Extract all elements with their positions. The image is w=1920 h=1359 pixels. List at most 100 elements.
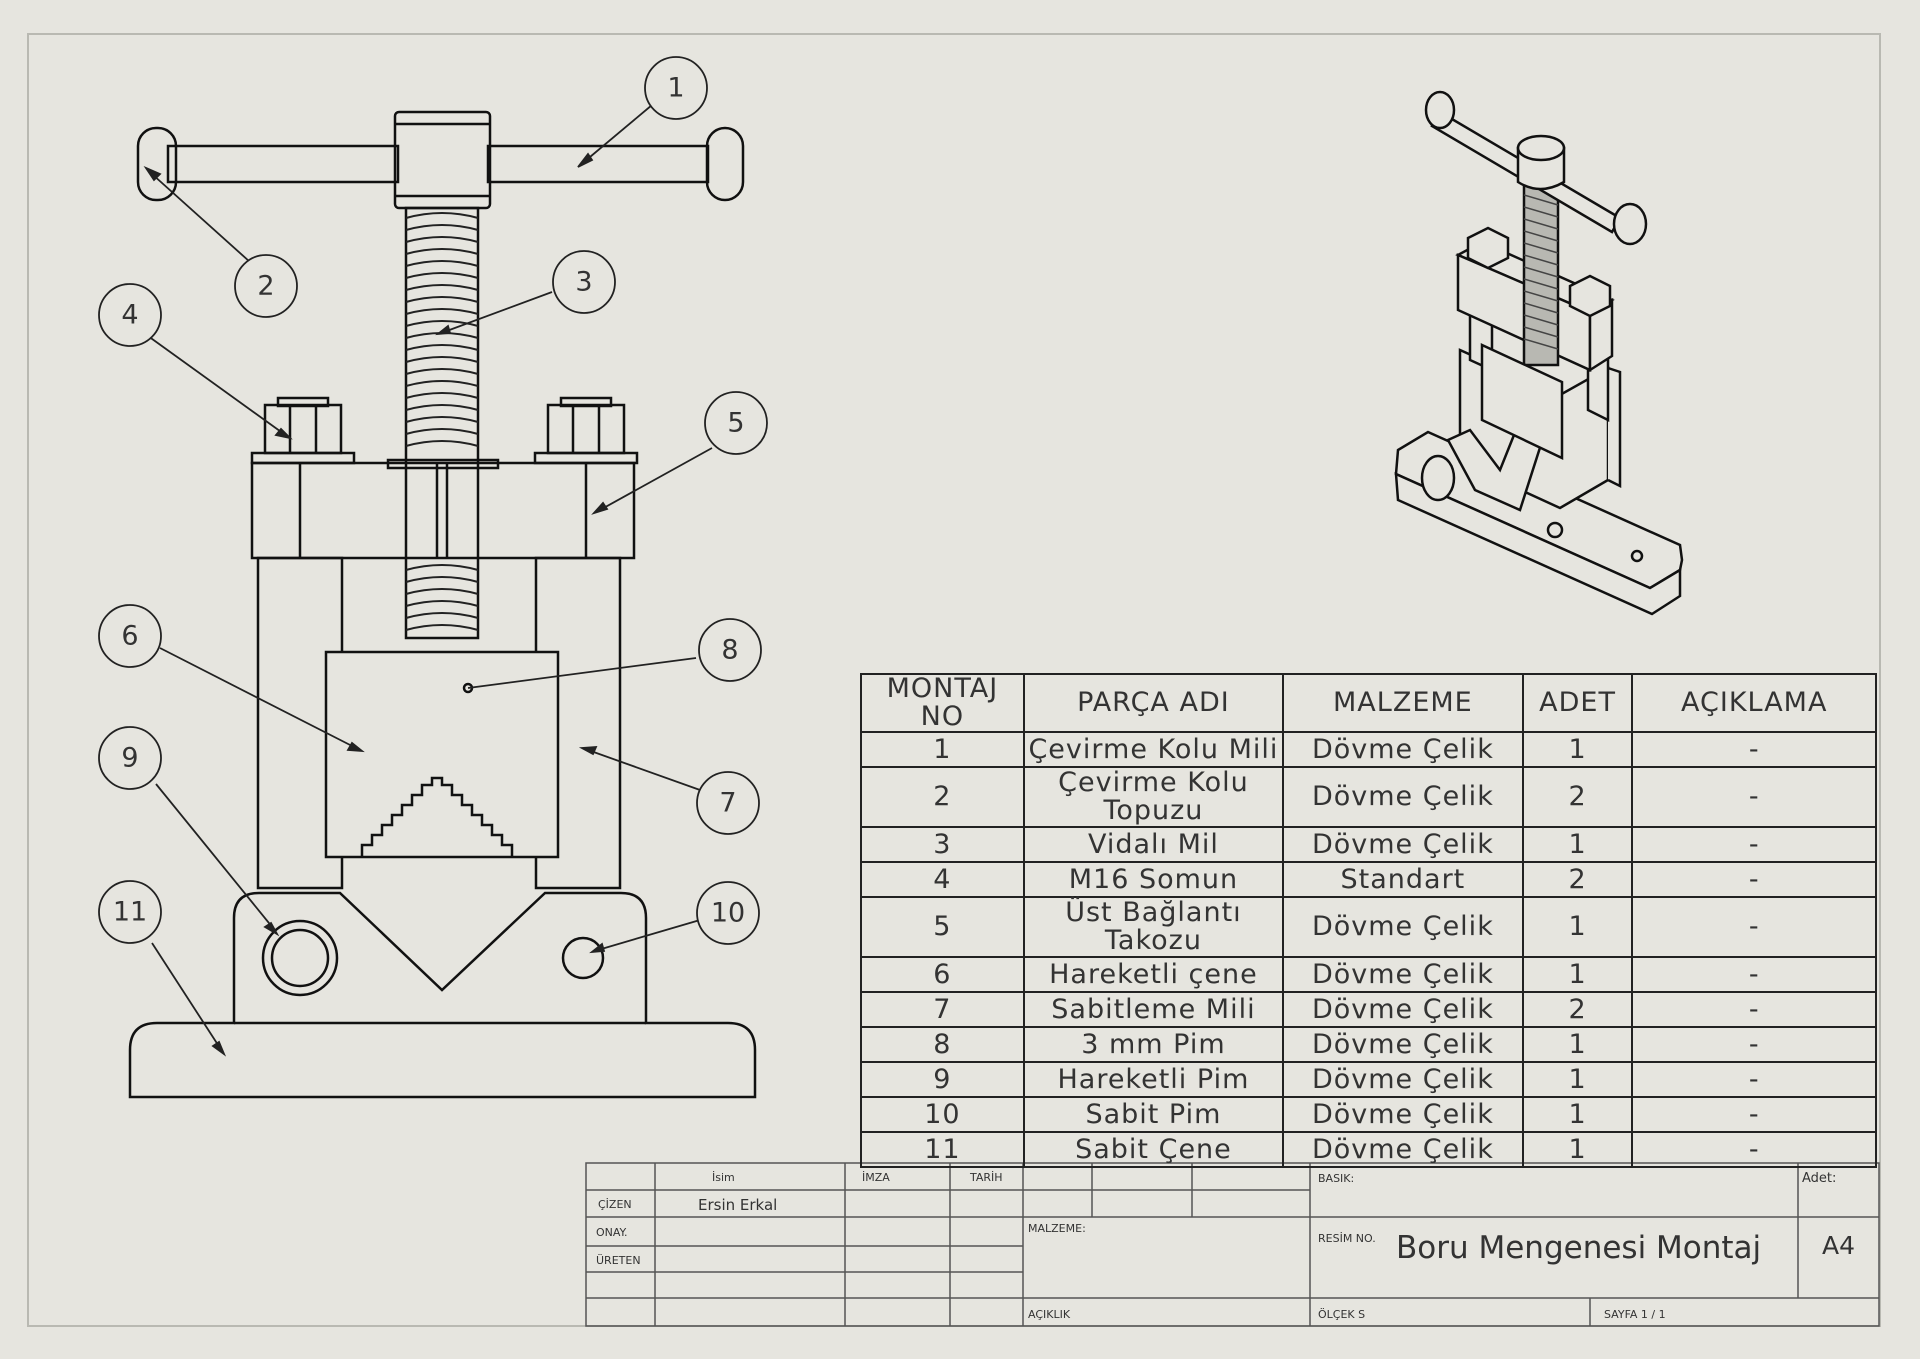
table-row: 4 M16 Somun Standart 2 - [860, 861, 1877, 898]
callout-numbers: 1 2 3 4 5 6 7 8 9 10 11 [113, 73, 745, 929]
callout-10-text: 10 [711, 898, 745, 929]
bom-header-no: MONTAJ NO [860, 673, 1025, 733]
bom-material: Dövme Çelik [1282, 956, 1524, 993]
balloon-2 [234, 254, 298, 318]
bom-qty: 1 [1521, 731, 1634, 768]
tb-drawn-label: ÇİZEN [598, 1198, 632, 1211]
top-block [250, 461, 636, 560]
bom-part: Üst Bağlantı Takozu [1022, 896, 1285, 958]
tb-name-col: İsim [712, 1171, 735, 1184]
balloon-3 [552, 250, 616, 314]
bom-qty: 1 [1521, 896, 1634, 958]
tb-qty-label: Adet: [1802, 1171, 1836, 1186]
bom-material: Dövme Çelik [1282, 826, 1524, 863]
bill-of-materials: MONTAJ NO PARÇA ADI MALZEME ADET AÇIKLAM… [860, 673, 1877, 1168]
isometric-view [1394, 90, 1684, 616]
table-row: 8 3 mm Pim Dövme Çelik 1 - [860, 1026, 1877, 1063]
table-row: 6 Hareketli çene Dövme Çelik 1 - [860, 956, 1877, 993]
bom-part: Çevirme Kolu Topuzu [1022, 766, 1285, 828]
balloon-9 [98, 726, 162, 790]
callout-leaders [143, 104, 713, 1057]
handle-bar [136, 110, 745, 210]
balloon-1 [644, 56, 708, 120]
bom-part: Hareketli Pim [1022, 1061, 1285, 1098]
bom-qty: 2 [1521, 766, 1634, 828]
bom-header-row: MONTAJ NO PARÇA ADI MALZEME ADET AÇIKLAM… [860, 673, 1877, 733]
base-fixed-jaw [128, 891, 757, 1099]
table-row: 1 Çevirme Kolu Mili Dövme Çelik 1 - [860, 731, 1877, 768]
table-row: 3 Vidalı Mil Dövme Çelik 1 - [860, 826, 1877, 863]
bom-note: - [1631, 1131, 1877, 1168]
bom-note: - [1631, 956, 1877, 993]
callout-balloons [98, 56, 768, 945]
bom-no: 4 [860, 861, 1025, 898]
bom-header-qty: ADET [1521, 673, 1634, 733]
bom-part: Vidalı Mil [1022, 826, 1285, 863]
bom-material: Standart [1282, 861, 1524, 898]
bom-header-part: PARÇA ADI [1022, 673, 1285, 733]
table-row: 2 Çevirme Kolu Topuzu Dövme Çelik 2 - [860, 766, 1877, 828]
bom-note: - [1631, 1061, 1877, 1098]
bom-no: 7 [860, 991, 1025, 1028]
bom-material: Dövme Çelik [1282, 1096, 1524, 1133]
bom-qty: 1 [1521, 1026, 1634, 1063]
tb-scale-label: ÖLÇEK S [1318, 1308, 1365, 1321]
callout-11-text: 11 [113, 897, 147, 928]
tb-sheet-size: A4 [1822, 1231, 1855, 1260]
bom-header-note: AÇIKLAMA [1631, 673, 1877, 733]
callout-7-text: 7 [719, 788, 736, 819]
bom-no: 1 [860, 731, 1025, 768]
bom-material: Dövme Çelik [1282, 766, 1524, 828]
bom-note: - [1631, 1026, 1877, 1063]
tb-drawing-no-label: RESİM NO. [1318, 1232, 1376, 1245]
bom-part: 3 mm Pim [1022, 1026, 1285, 1063]
bom-qty: 2 [1521, 861, 1634, 898]
table-row: 10 Sabit Pim Dövme Çelik 1 - [860, 1096, 1877, 1133]
callout-2-text: 2 [257, 271, 274, 302]
bom-note: - [1631, 861, 1877, 898]
bom-no: 3 [860, 826, 1025, 863]
bom-header-material: MALZEME [1282, 673, 1524, 733]
tb-sign-col: İMZA [862, 1171, 890, 1184]
tb-drawn-name: Ersin Erkal [698, 1196, 777, 1214]
balloon-7 [696, 771, 760, 835]
tb-date-col: TARİH [969, 1171, 1003, 1184]
bom-no: 5 [860, 896, 1025, 958]
bom-material: Dövme Çelik [1282, 1061, 1524, 1098]
balloon-6 [98, 604, 162, 668]
bom-part: Sabit Çene [1022, 1131, 1285, 1168]
callout-5-text: 5 [727, 408, 744, 439]
bom-part: Sabit Pim [1022, 1096, 1285, 1133]
callout-4-text: 4 [121, 300, 138, 331]
table-row: 7 Sabitleme Mili Dövme Çelik 2 - [860, 991, 1877, 1028]
bom-note: - [1631, 991, 1877, 1028]
balloon-8 [698, 618, 762, 682]
table-row: 5 Üst Bağlantı Takozu Dövme Çelik 1 - [860, 896, 1877, 958]
balloon-10 [696, 881, 760, 945]
bom-note: - [1631, 766, 1877, 828]
tb-print-label: BASIK: [1318, 1172, 1354, 1185]
moving-jaw [324, 650, 560, 859]
balloon-4 [98, 283, 162, 347]
bom-part: M16 Somun [1022, 861, 1285, 898]
callout-8-text: 8 [721, 635, 738, 666]
callout-6-text: 6 [121, 621, 138, 652]
balloon-5 [704, 391, 768, 455]
callout-1-text: 1 [667, 73, 684, 104]
bom-material: Dövme Çelik [1282, 896, 1524, 958]
tb-material-label: MALZEME: [1028, 1222, 1086, 1235]
hex-nuts [250, 396, 639, 470]
balloon-11 [98, 880, 162, 944]
bom-qty: 1 [1521, 826, 1634, 863]
bom-no: 8 [860, 1026, 1025, 1063]
bom-qty: 2 [1521, 991, 1634, 1028]
bom-part: Hareketli çene [1022, 956, 1285, 993]
bom-qty: 1 [1521, 1061, 1634, 1098]
bom-no: 6 [860, 956, 1025, 993]
bom-material: Dövme Çelik [1282, 1026, 1524, 1063]
bom-no: 11 [860, 1131, 1025, 1168]
callout-3-text: 3 [575, 267, 592, 298]
bom-no: 10 [860, 1096, 1025, 1133]
